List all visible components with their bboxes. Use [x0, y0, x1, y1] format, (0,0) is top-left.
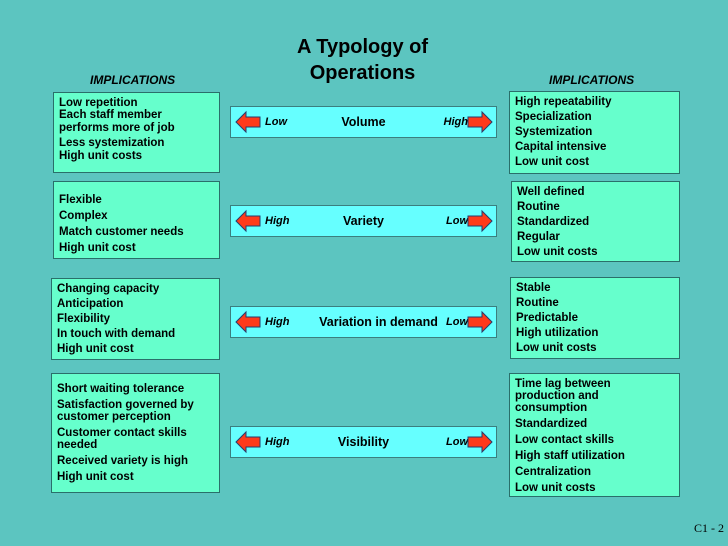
list-item: Low repetition: [59, 97, 138, 109]
visibility-right-box: Time lag between production and consumpt…: [509, 373, 680, 497]
list-item: Received variety is high: [57, 455, 189, 467]
visibility-left-box: Short waiting tolerance Satisfaction gov…: [51, 373, 220, 493]
left-arrow-icon: [235, 430, 261, 454]
variety-left-box: Flexible Complex Match customer needs Hi…: [53, 181, 220, 259]
list-item: Complex: [59, 210, 108, 222]
list-item: Specialization: [515, 111, 592, 123]
list-item: Capital intensive: [515, 141, 607, 153]
list-item: High staff utilization: [515, 450, 625, 462]
right-arrow-icon: [467, 110, 493, 134]
list-item: Low unit costs: [515, 482, 596, 494]
variation-left-end: High: [265, 316, 290, 328]
list-item: High unit cost: [57, 343, 134, 355]
list-item: Match customer needs: [59, 226, 184, 238]
volume-right-end: High: [443, 116, 468, 128]
list-item: Standardized: [517, 216, 590, 228]
variety-left-end: High: [265, 215, 290, 227]
list-item: performs more of job: [59, 122, 175, 134]
list-item: High unit cost: [57, 471, 134, 483]
list-item: Centralization: [515, 466, 592, 478]
right-arrow-icon: [467, 430, 493, 454]
variation-label: Variation in demand: [319, 315, 438, 329]
right-arrow-icon: [467, 310, 493, 334]
variety-right-box: Well defined Routine Standardized Regula…: [511, 181, 680, 262]
list-item: Customer contact skills: [57, 427, 187, 439]
left-arrow-icon: [235, 310, 261, 334]
variation-left-box: Changing capacity Anticipation Flexibili…: [51, 278, 220, 360]
list-item: Changing capacity: [57, 283, 160, 295]
title-line-2: Operations: [309, 62, 416, 84]
list-item: Predictable: [516, 312, 578, 324]
list-item: Regular: [517, 231, 560, 243]
list-item: High repeatability: [515, 96, 612, 108]
list-item: Each staff member: [59, 109, 162, 121]
list-item: Routine: [516, 297, 559, 309]
variety-right-end: Low: [446, 215, 468, 227]
right-arrow-icon: [467, 209, 493, 233]
list-item: Routine: [517, 201, 560, 213]
variation-right-box: Stable Routine Predictable High utilizat…: [510, 277, 680, 359]
list-item: Satisfaction governed by: [57, 399, 194, 411]
list-item: needed: [57, 439, 98, 451]
volume-label: Volume: [341, 115, 386, 129]
list-item: production and: [515, 390, 599, 402]
list-item: Time lag between: [515, 378, 611, 390]
list-item: Anticipation: [57, 298, 124, 310]
list-item: Stable: [516, 282, 551, 294]
visibility-right-end: Low: [446, 436, 468, 448]
list-item: Systemization: [515, 126, 593, 138]
list-item: Short waiting tolerance: [57, 383, 185, 395]
list-item: Flexibility: [57, 313, 111, 325]
list-item: Low unit costs: [517, 246, 598, 258]
list-item: Flexible: [59, 194, 102, 206]
list-item: Less systemization: [59, 137, 165, 149]
list-item: Low unit costs: [516, 342, 597, 354]
list-item: High unit costs: [59, 150, 143, 162]
list-item: Low unit cost: [515, 156, 590, 168]
visibility-left-end: High: [265, 436, 290, 448]
volume-left-end: Low: [265, 116, 287, 128]
implications-left-heading: IMPLICATIONS: [90, 73, 176, 87]
visibility-label: Visibility: [337, 435, 390, 449]
variety-bar: High Variety Low: [230, 205, 497, 237]
list-item: In touch with demand: [57, 328, 176, 340]
visibility-bar: High Visibility Low: [230, 426, 497, 458]
left-arrow-icon: [235, 209, 261, 233]
left-arrow-icon: [235, 110, 261, 134]
variety-label: Variety: [342, 214, 384, 228]
list-item: customer perception: [57, 411, 171, 423]
list-item: High utilization: [516, 327, 599, 339]
list-item: High unit cost: [59, 242, 136, 254]
volume-bar: Low Volume High: [230, 106, 497, 138]
diagram-title: A Typology of Operations: [250, 34, 475, 86]
volume-right-box: High repeatability Specialization System…: [509, 91, 680, 174]
volume-left-box: Low repetition Each staff member perform…: [53, 92, 220, 173]
implications-right-heading: IMPLICATIONS: [549, 73, 635, 87]
list-item: consumption: [515, 402, 588, 414]
variation-bar: High Variation in demand Low: [230, 306, 497, 338]
variation-right-end: Low: [446, 316, 468, 328]
slide-number: C1 - 2: [694, 521, 724, 535]
list-item: Well defined: [517, 186, 585, 198]
list-item: Low contact skills: [515, 434, 615, 446]
title-line-1: A Typology of: [296, 36, 429, 58]
list-item: Standardized: [515, 418, 588, 430]
